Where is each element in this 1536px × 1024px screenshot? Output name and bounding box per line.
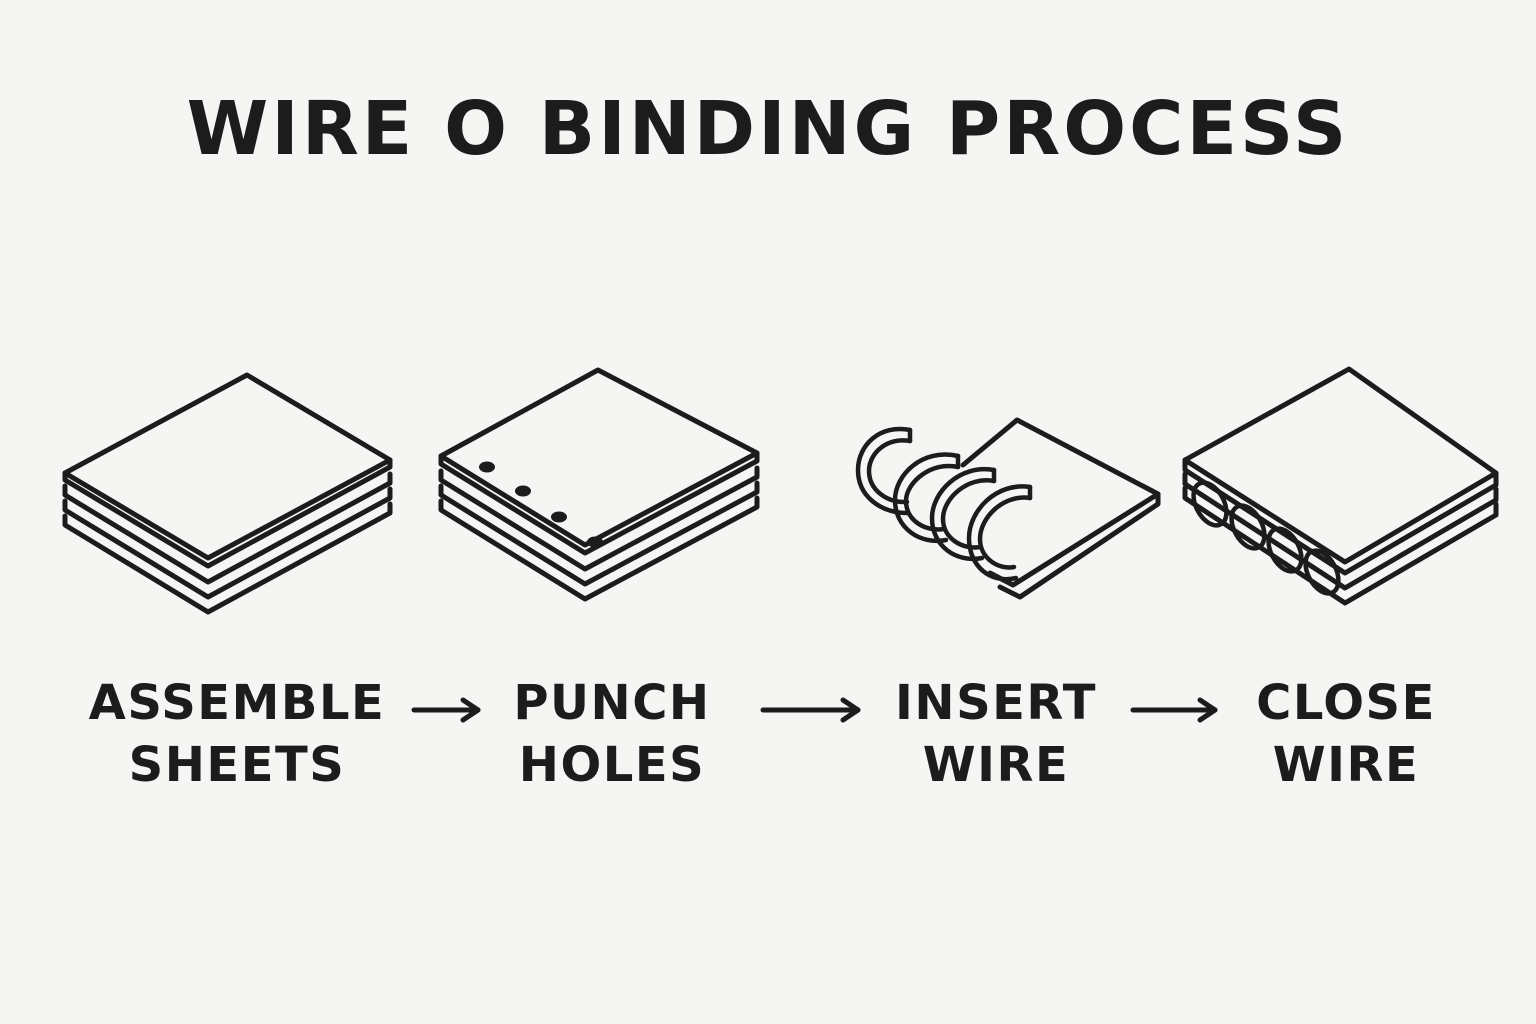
step-label-line: WIRE <box>922 737 1070 793</box>
closed-wire-loops-icon <box>1191 480 1341 596</box>
wire-insert-icon <box>855 417 1161 600</box>
page-title: WIRE O BINDING PROCESS <box>186 86 1350 172</box>
step-label-line: SHEETS <box>128 737 346 793</box>
step-label-close-wire: CLOSE WIRE <box>1186 672 1506 796</box>
wire-loops-icon <box>855 426 1033 582</box>
step-label-line: HOLES <box>518 737 706 793</box>
step-label-line: INSERT <box>895 675 1097 731</box>
step-label-line: WIRE <box>1272 737 1420 793</box>
paper-stack-icon <box>62 372 393 615</box>
step-label-line: PUNCH <box>513 675 711 731</box>
step-label-punch-holes: PUNCH HOLES <box>452 672 772 796</box>
punched-paper-stack-icon <box>438 367 760 602</box>
bound-book-icon <box>1182 366 1499 606</box>
step-label-line: ASSEMBLE <box>88 675 386 731</box>
arrow-icon <box>411 697 481 723</box>
arrow-icon <box>760 697 861 723</box>
step-label-line: CLOSE <box>1256 675 1436 731</box>
punched-holes-icon <box>479 461 603 548</box>
step-label-assemble-sheets: ASSEMBLE SHEETS <box>77 672 397 796</box>
arrow-icon <box>1130 697 1218 723</box>
step-label-insert-wire: INSERT WIRE <box>836 672 1156 796</box>
